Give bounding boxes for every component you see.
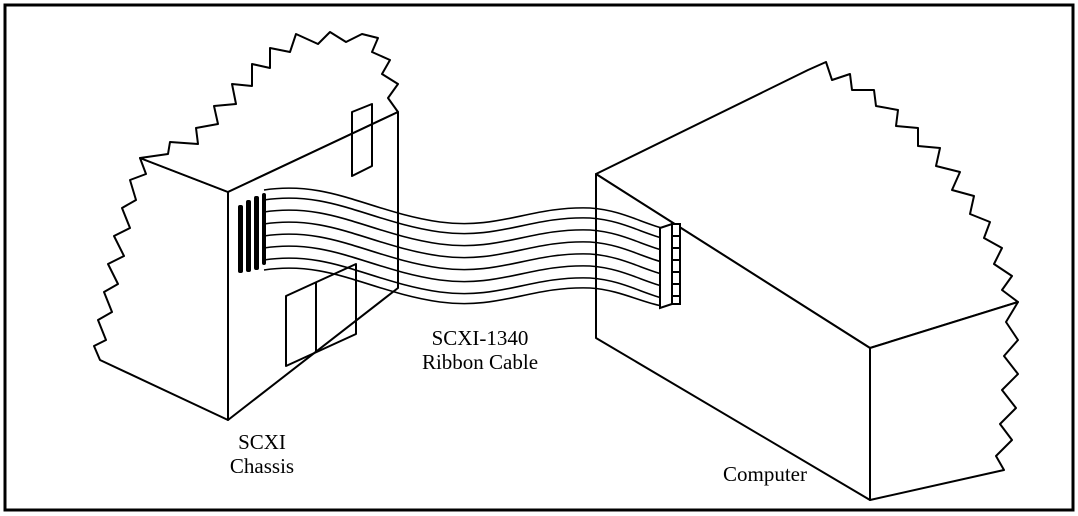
chassis-label-line1: SCXI: [238, 430, 286, 454]
chassis-top-face: [139, 31, 399, 193]
chassis-label-line2: Chassis: [229, 454, 295, 478]
chassis-module-slot: [351, 103, 373, 177]
cable-label-line1: SCXI-1340: [431, 326, 529, 350]
computer-side-face: [869, 301, 1019, 501]
chassis-lower-module: [285, 263, 357, 367]
chassis-label: SCXI Chassis: [212, 430, 312, 478]
cable-label-line2: Ribbon Cable: [421, 350, 539, 374]
computer-label-text: Computer: [723, 462, 807, 486]
connector-icon: [659, 222, 681, 310]
cable-label: SCXI-1340 Ribbon Cable: [400, 326, 560, 374]
ribbon-cable-illustration: [263, 187, 663, 307]
computer-label: Computer: [700, 462, 830, 486]
chassis-side-face: [93, 157, 229, 421]
computer-top-face: [595, 61, 1019, 349]
chassis-connector-pins: [238, 193, 266, 273]
